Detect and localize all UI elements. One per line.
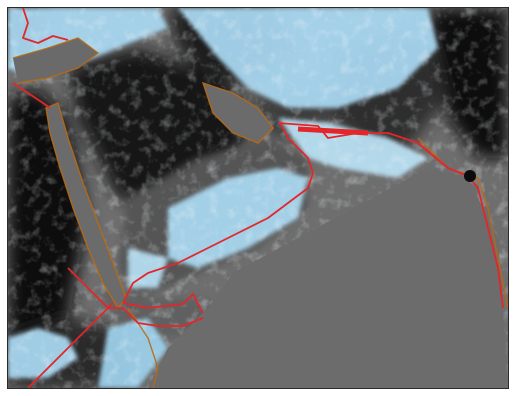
dark-spot: [464, 170, 476, 182]
border-segment-thick: [297, 126, 369, 136]
inland-waters: [13, 38, 508, 388]
political-borders: [12, 8, 504, 388]
satellite-map: [8, 8, 508, 388]
satellite-map-frame: [7, 7, 509, 389]
